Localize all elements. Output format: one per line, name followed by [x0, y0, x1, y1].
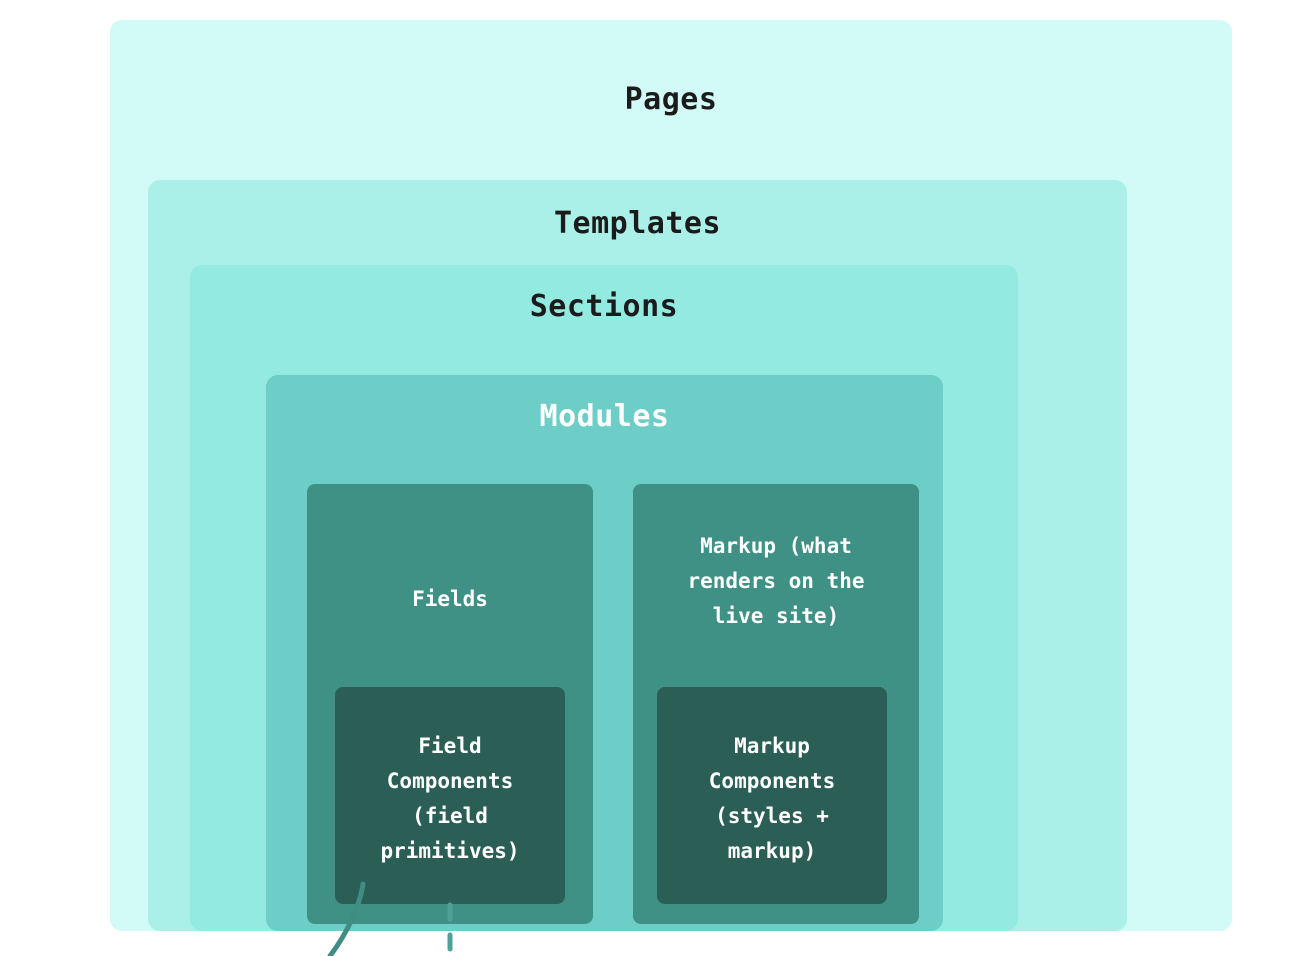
box-field-components-line-1: Field — [418, 734, 482, 758]
box-markup-components[interactable]: Markup Components (styles + markup) — [657, 687, 887, 904]
box-markup-line-1: Markup (what — [700, 534, 852, 558]
box-field-components-line-2: Components — [386, 769, 514, 793]
box-field-components-label: Field Components (field primitives) — [343, 729, 557, 869]
box-markup-line-2: renders on the — [687, 569, 865, 593]
box-fields[interactable]: Fields Field Components (field primitive… — [307, 484, 593, 924]
layer-sections-title: Sections — [529, 289, 679, 324]
layer-modules[interactable]: Modules Fields Field Components (field p… — [266, 375, 943, 931]
box-field-components-line-3: (field — [412, 804, 488, 828]
layer-templates-title: Templates — [553, 206, 722, 241]
layer-templates[interactable]: Templates Sections Modules Fields Field … — [148, 180, 1127, 931]
box-markup-components-line-2: Components — [708, 769, 836, 793]
box-markup[interactable]: Markup (what renders on the live site) M… — [633, 484, 919, 924]
box-markup-line-3: live site) — [712, 604, 840, 628]
box-markup-components-line-4: markup) — [727, 839, 817, 863]
box-markup-components-label: Markup Components (styles + markup) — [665, 729, 879, 869]
box-markup-components-line-1: Markup — [734, 734, 810, 758]
layer-modules-title: Modules — [539, 399, 670, 434]
box-field-components-line-4: primitives) — [380, 839, 520, 863]
box-markup-label: Markup (what renders on the live site) — [645, 529, 907, 634]
layer-pages[interactable]: Pages Templates Sections Modules Fields … — [110, 20, 1232, 931]
layer-pages-title: Pages — [624, 82, 718, 117]
box-field-components[interactable]: Field Components (field primitives) — [335, 687, 565, 904]
box-fields-label: Fields — [412, 587, 488, 611]
box-markup-components-line-3: (styles + — [715, 804, 829, 828]
layer-sections[interactable]: Sections Modules Fields Field Components… — [190, 265, 1018, 931]
